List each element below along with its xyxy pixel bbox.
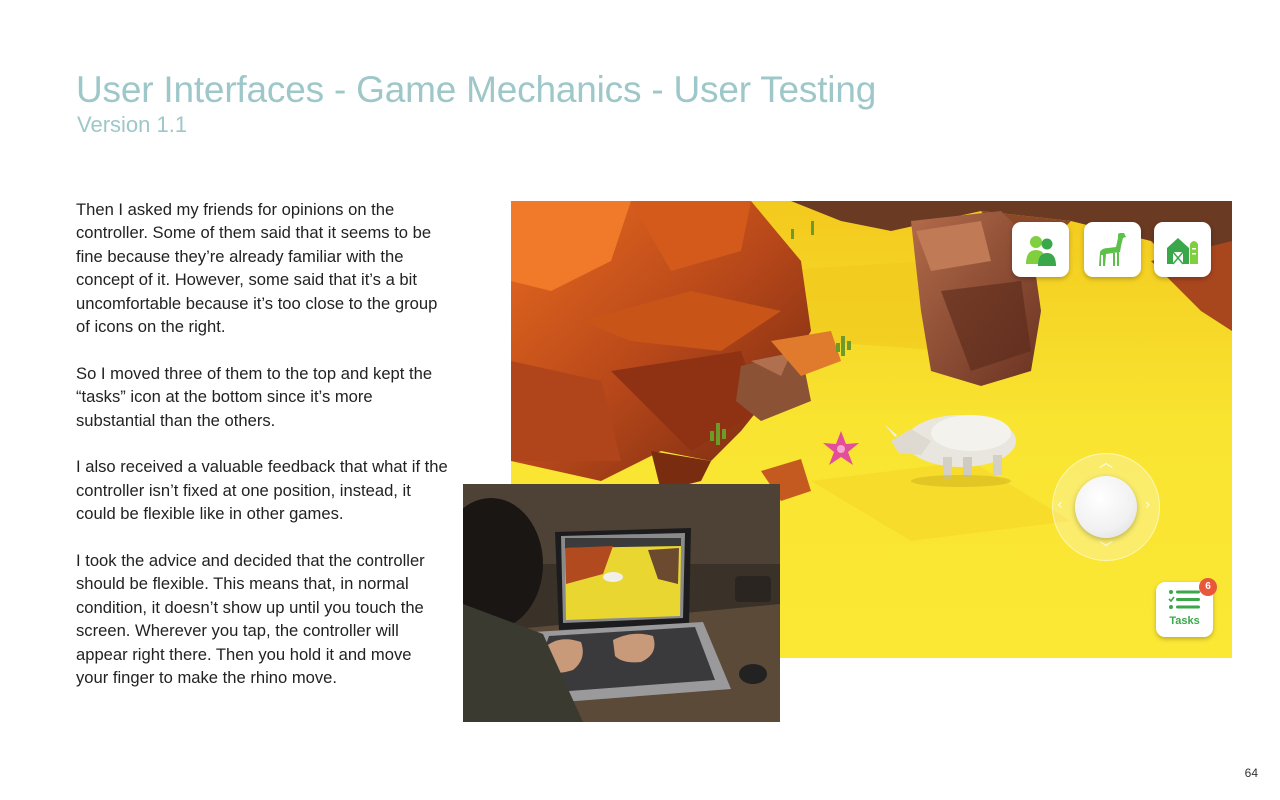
- user-testing-photo: [463, 484, 780, 722]
- farm-barn-icon: [1166, 237, 1198, 264]
- user-testing-scene: [463, 484, 780, 722]
- rhino: [885, 415, 1016, 487]
- paragraph-feedback: Then I asked my friends for opinions on …: [76, 200, 438, 337]
- joystick-knob[interactable]: [1075, 476, 1137, 538]
- game-screenshot: ︿ ﹀ ‹ › Tasks 6: [511, 201, 1232, 658]
- page-number: 64: [1244, 766, 1258, 780]
- page-subtitle: Version 1.1: [77, 112, 188, 137]
- tasks-button[interactable]: Tasks 6: [1156, 578, 1217, 637]
- giraffe-icon: [1098, 232, 1126, 266]
- chevron-left-icon: ‹: [1057, 497, 1063, 513]
- chevron-up-icon: ︿: [1099, 455, 1113, 471]
- tasks-label: Tasks: [1169, 615, 1200, 627]
- game-scene: [511, 201, 1232, 658]
- farm-barn-button[interactable]: [1154, 222, 1211, 277]
- checklist-icon: [1168, 590, 1200, 609]
- giraffe-button[interactable]: [1084, 222, 1141, 277]
- joystick[interactable]: ︿ ﹀ ‹ ›: [1052, 453, 1160, 561]
- friends-button[interactable]: [1012, 222, 1069, 277]
- paragraph-flexible-controller: I took the advice and decided that the c…: [76, 551, 425, 688]
- friends-icon: [1025, 235, 1056, 266]
- chevron-down-icon: ﹀: [1099, 541, 1113, 557]
- chevron-right-icon: ›: [1145, 497, 1151, 513]
- page-title: User Interfaces - Game Mechanics - User …: [76, 69, 877, 110]
- tasks-count-badge: 6: [1199, 578, 1217, 596]
- body-text: Then I asked my friends for opinions on …: [76, 198, 448, 689]
- paragraph-flexible-suggestion: I also received a valuable feedback that…: [76, 457, 448, 524]
- paragraph-icons-moved: So I moved three of them to the top and …: [76, 363, 433, 430]
